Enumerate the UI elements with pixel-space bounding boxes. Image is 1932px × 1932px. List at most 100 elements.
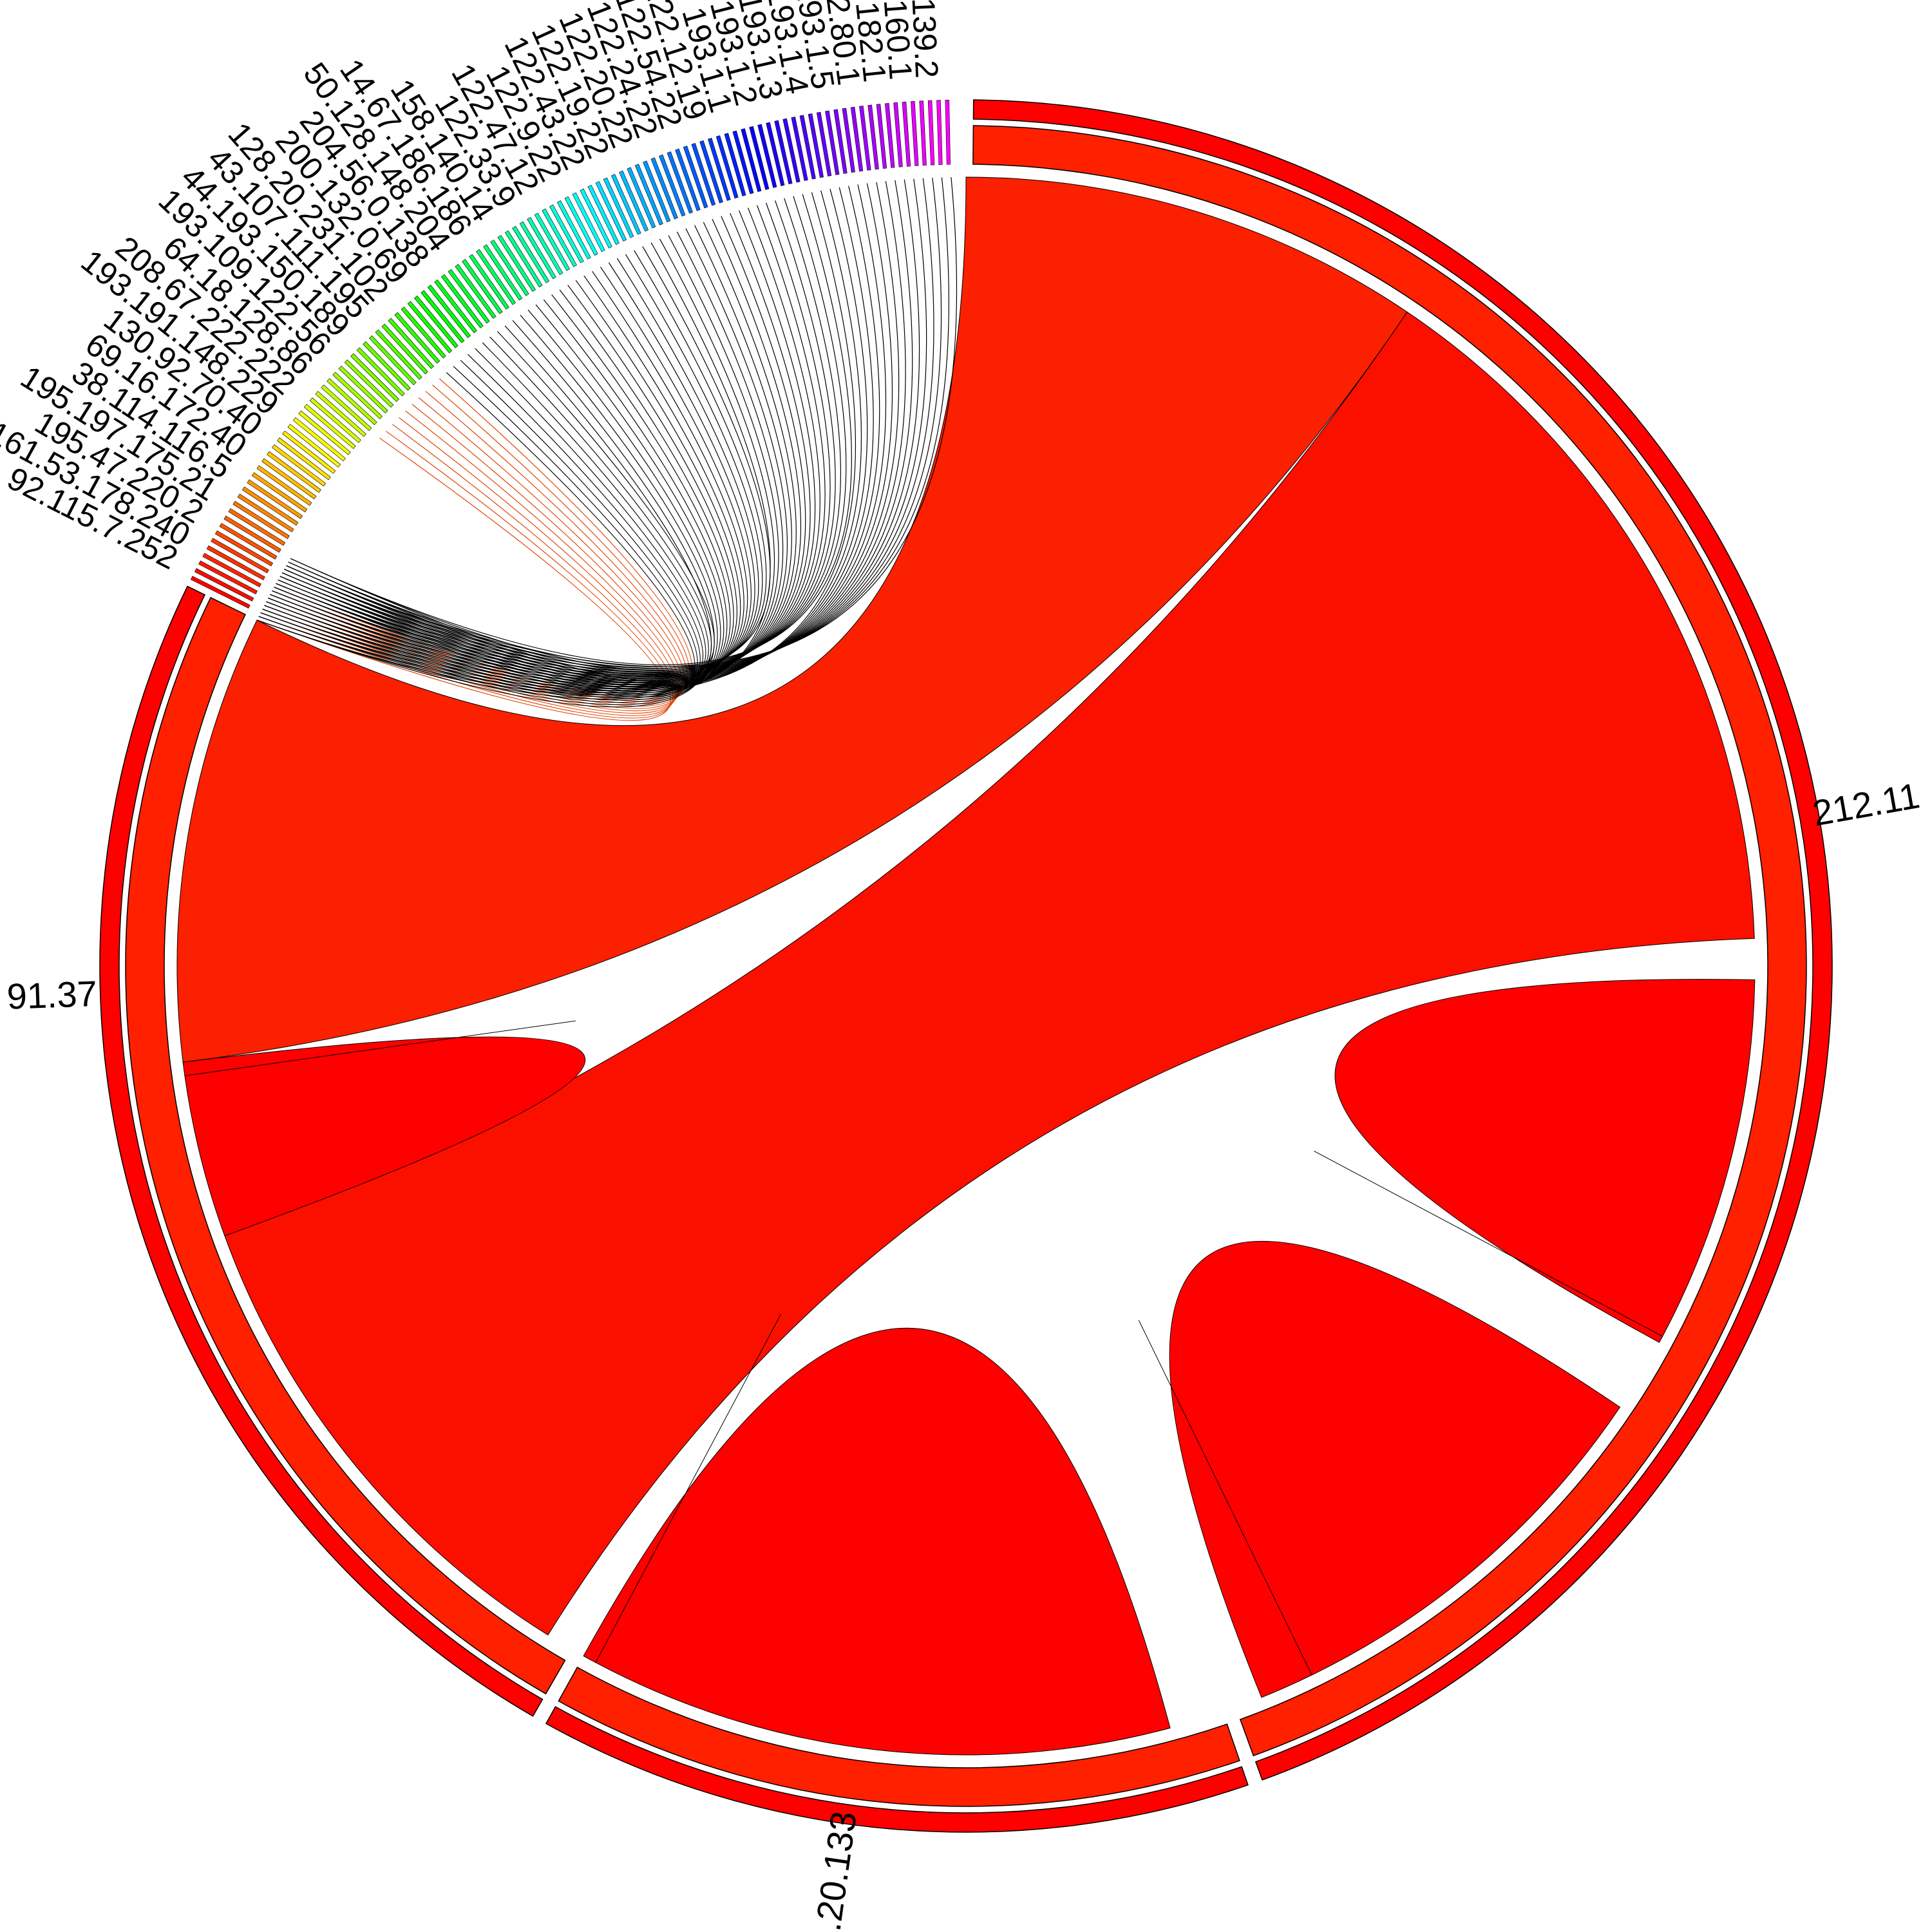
minor-arc <box>321 384 372 431</box>
minor-arc <box>757 124 777 188</box>
minor-arc <box>211 538 269 574</box>
major-label: .20.133 <box>808 1809 864 1932</box>
minor-arc <box>356 347 405 397</box>
minor-chord <box>279 205 826 675</box>
chord-20-upper <box>1139 1240 1621 1698</box>
minor-arc <box>427 285 471 338</box>
chord-212-to-20 <box>224 311 1755 1636</box>
minor-arc <box>850 106 864 172</box>
minor-arc <box>859 106 871 171</box>
minor-chord <box>272 216 806 683</box>
minor-chord <box>272 181 906 679</box>
minor-chord <box>268 183 893 683</box>
minor-arc <box>611 174 641 235</box>
minor-arc <box>298 410 351 455</box>
minor-arc <box>497 234 536 292</box>
minor-chord <box>258 190 862 694</box>
minor-label: 61.139.2 <box>903 0 945 79</box>
minor-arc <box>421 290 465 343</box>
minor-arc <box>483 244 523 301</box>
major-label: 91.37 <box>6 973 98 1017</box>
minor-arc <box>469 254 509 310</box>
minor-chord <box>284 177 949 669</box>
minor-arc <box>519 221 556 279</box>
minor-arc <box>741 128 762 193</box>
minor-arc <box>490 240 529 296</box>
minor-arc <box>732 130 754 194</box>
minor-arc <box>659 154 686 217</box>
minor-arc <box>627 167 656 229</box>
minor-chord <box>284 200 836 671</box>
minor-arc <box>344 359 394 408</box>
minor-chord <box>276 179 920 676</box>
minor-arc <box>309 397 361 443</box>
minor-arc <box>867 104 879 170</box>
chord-20-lower <box>583 1314 1171 1756</box>
minor-arc <box>643 160 671 223</box>
minor-chord <box>286 198 841 669</box>
minor-chord <box>266 184 887 685</box>
minor-arc <box>534 213 571 271</box>
minor-arc <box>242 486 299 526</box>
minor-chord <box>286 177 958 667</box>
minor-arc <box>202 553 261 587</box>
minor-arc <box>833 109 848 174</box>
minor-arc <box>190 576 251 609</box>
minor-arc <box>911 101 919 166</box>
minor-chord <box>278 207 820 677</box>
minor-arc <box>381 323 428 375</box>
minor-arc <box>825 110 840 175</box>
minor-chord <box>274 180 913 677</box>
minor-arc <box>724 133 746 196</box>
minor-arc <box>388 317 434 369</box>
minor-arc <box>572 192 605 252</box>
minor-chord <box>274 213 811 681</box>
minor-arc <box>885 103 895 168</box>
minor-arc <box>303 404 356 450</box>
minor-chord <box>276 210 816 679</box>
minor-chord <box>290 246 771 671</box>
minor-arc <box>945 99 951 165</box>
minor-arc <box>219 523 278 560</box>
minor-arc <box>363 341 411 391</box>
minor-arc <box>223 515 281 553</box>
minor-chord-lines <box>256 177 958 721</box>
minor-arc <box>277 437 331 480</box>
minor-arc <box>315 391 366 437</box>
minor-chord <box>262 187 874 690</box>
minor-arc <box>774 120 793 185</box>
minor-chord <box>256 192 856 696</box>
minor-arc <box>198 560 258 594</box>
minor-arc <box>237 493 294 533</box>
minor-arc <box>327 378 377 425</box>
minor-arc <box>650 157 678 220</box>
minor-arc <box>902 101 911 167</box>
minor-arc <box>919 100 927 166</box>
minor-arc <box>261 458 317 500</box>
chord-91-self <box>182 1020 585 1236</box>
minor-chord <box>279 178 934 672</box>
minor-arc <box>448 269 490 324</box>
minor-arc <box>292 417 346 462</box>
minor-arc <box>542 208 577 267</box>
minor-chord <box>288 250 767 673</box>
arc-91-outer <box>99 585 544 1717</box>
minor-arc <box>350 353 399 402</box>
arc-212-inner <box>972 125 1807 1757</box>
minor-chord <box>281 178 942 670</box>
minor-arc <box>799 115 816 180</box>
minor-arc <box>434 279 477 334</box>
major-label: 212.11 <box>1810 775 1923 833</box>
minor-arc <box>699 140 723 204</box>
chord-212-self <box>1314 979 1756 1343</box>
minor-arc <box>564 196 598 256</box>
arc-91-inner <box>125 596 566 1695</box>
minor-chord <box>281 262 755 679</box>
minor-arc <box>715 135 739 199</box>
minor-arc <box>893 102 903 167</box>
minor-arc <box>287 424 341 468</box>
minor-arc <box>214 530 274 567</box>
minor-arc <box>272 444 327 487</box>
minor-arc <box>782 118 800 183</box>
minor-arc <box>587 184 620 245</box>
